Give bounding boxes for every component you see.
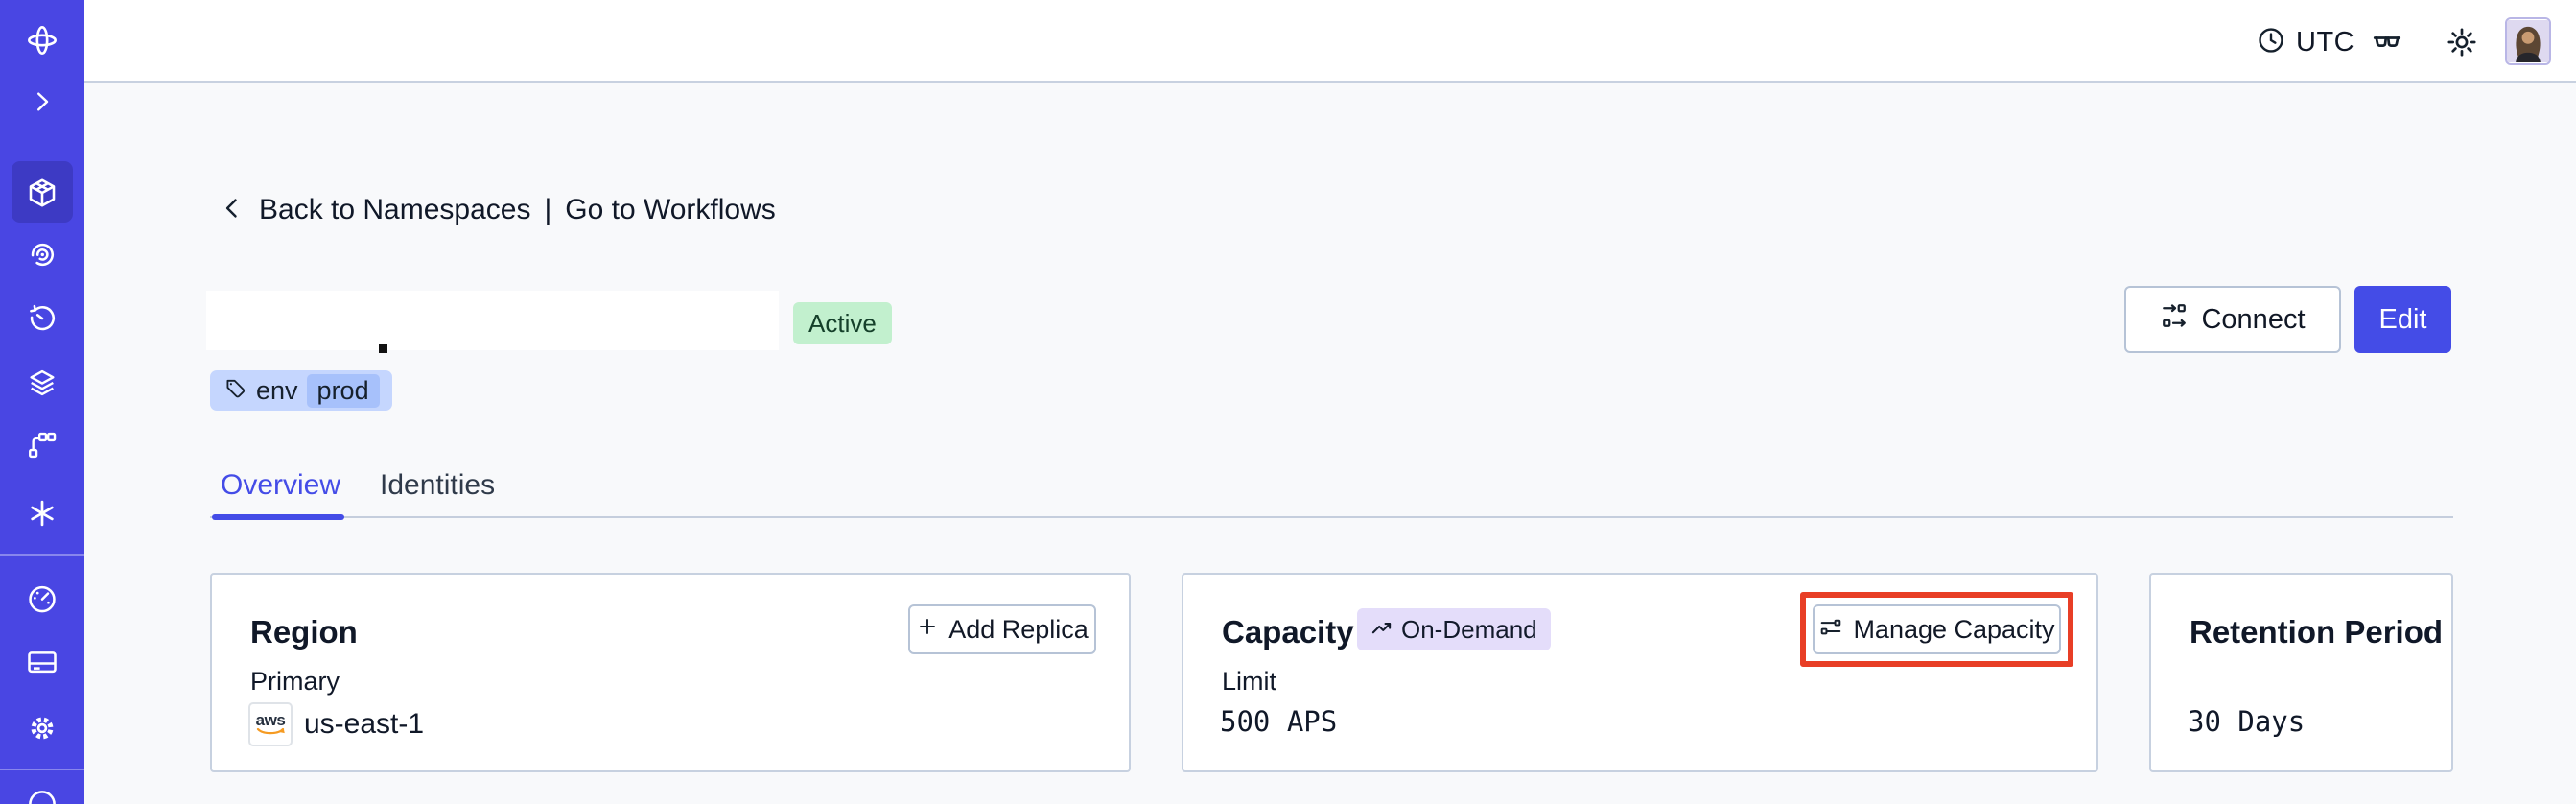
sidebar-divider [0,554,84,556]
sidebar-divider [0,769,84,770]
edit-label: Edit [2378,303,2427,335]
back-chevron-left-icon[interactable] [219,195,246,226]
sliders-icon [1818,614,1843,646]
sidebar-item-layers-icon[interactable] [0,367,84,399]
retention-card-title: Retention Period [2190,614,2444,650]
timezone-label: UTC [2296,27,2355,58]
region-card: Region Primary [210,573,1131,772]
retention-value: 30 Days [2188,705,2306,738]
namespace-name-redacted [206,291,779,350]
sidebar-item-asterisk-icon[interactable] [0,497,84,530]
on-demand-label: On-Demand [1401,614,1537,644]
manage-capacity-label: Manage Capacity [1853,614,2055,644]
region-value: us-east-1 [304,708,425,740]
region-card-title: Region [250,614,358,650]
connect-flow-icon [2160,301,2189,338]
edit-button[interactable]: Edit [2354,286,2451,353]
aws-smile [256,727,285,734]
plus-icon [916,615,939,645]
timezone-selector[interactable]: UTC [2256,25,2354,60]
breadcrumb: Back to Namespaces | Go to Workflows [219,194,776,226]
capacity-card-title: Capacity [1222,614,1354,650]
retention-card: Retention Period [2149,573,2453,772]
sidebar-item-clock-retry-icon[interactable] [0,302,84,335]
tab-overview[interactable]: Overview [221,469,341,501]
sidebar-expand-chevron-right-icon[interactable] [0,87,84,116]
sidebar-item-settings-gear-icon[interactable] [0,711,84,745]
aws-provider-icon: aws [248,702,293,746]
status-badge: Active [793,302,892,344]
clock-icon [2256,25,2286,60]
add-replica-button[interactable]: Add Replica [908,604,1096,654]
sidebar-item-billing-credit-card-icon[interactable] [0,645,84,679]
tag-icon [222,376,247,406]
breadcrumb-workflows-link[interactable]: Go to Workflows [565,194,776,225]
temporal-logo-icon[interactable] [0,21,84,59]
sidebar [0,0,84,804]
namespace-tag[interactable]: env prod [210,370,392,411]
breadcrumb-separator: | [544,194,552,225]
primary-label: Primary [250,667,340,696]
manage-capacity-button[interactable]: Manage Capacity [1813,604,2061,654]
labs-glasses-icon[interactable] [2370,25,2404,64]
sidebar-item-spiral-icon[interactable] [0,237,84,270]
on-demand-badge: On-Demand [1357,608,1551,650]
breadcrumb-back-link[interactable]: Back to Namespaces [259,194,531,225]
sidebar-item-pipeline-icon[interactable] [0,429,84,461]
trending-up-icon [1370,615,1393,645]
tag-key: env [256,375,298,405]
add-replica-label: Add Replica [948,614,1089,644]
capacity-card: Capacity Limit [1182,573,2098,772]
sidebar-item-usage-gauge-icon[interactable] [0,581,84,616]
capacity-limit-value: 500 APS [1220,705,1338,738]
theme-toggle-sun-icon[interactable] [2445,25,2479,64]
connect-button[interactable]: Connect [2124,286,2341,353]
tag-value-chip: prod [306,373,380,408]
limit-label: Limit [1222,667,1277,696]
user-avatar[interactable] [2505,17,2551,65]
aws-logo-text: aws [255,710,286,729]
tabs-baseline [210,516,2453,518]
connect-label: Connect [2201,303,2306,335]
topbar: UTC [84,0,2576,83]
sidebar-item-help-circle-icon[interactable] [0,787,84,804]
namespace-name-dot [379,344,387,353]
sidebar-item-namespaces-cube-icon[interactable] [0,176,84,210]
tab-active-underline [212,514,344,520]
tab-identities[interactable]: Identities [380,469,496,501]
